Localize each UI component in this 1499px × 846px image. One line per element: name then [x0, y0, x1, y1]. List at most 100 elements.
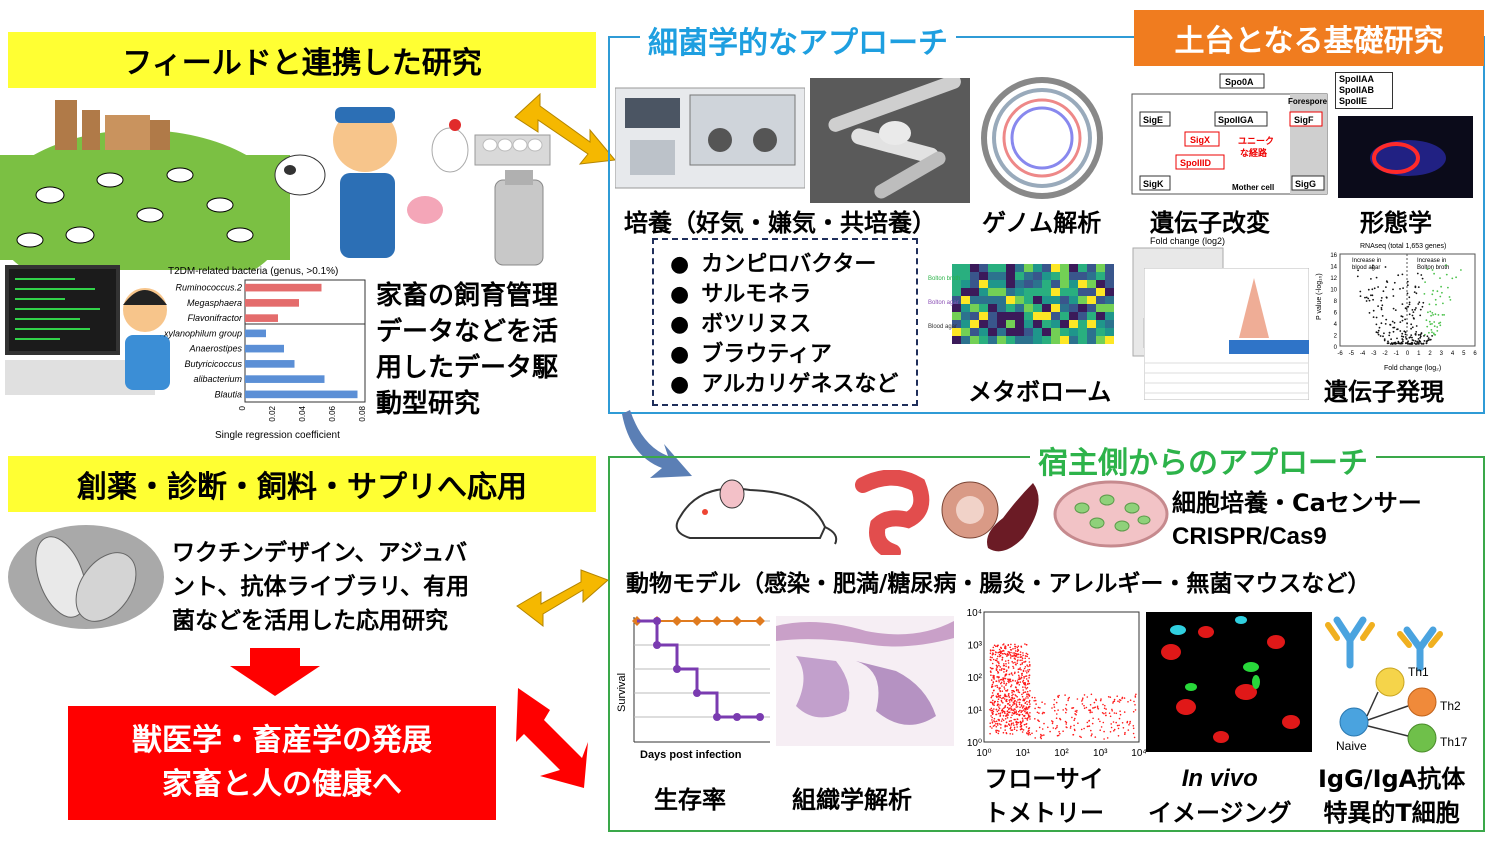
- volcano-point: [1388, 331, 1391, 334]
- flow-event: [1015, 713, 1018, 715]
- flow-event: [997, 672, 999, 674]
- volcano-point: [1410, 323, 1413, 326]
- flow-event: [1015, 695, 1017, 697]
- flow-event: [1022, 686, 1024, 688]
- flow-event: [1003, 668, 1006, 670]
- flow-event: [1047, 726, 1049, 729]
- organism-list-box: カンピロバクター サルモネラ ボツリヌス ブラウティア アルカリゲネスなど: [652, 238, 918, 406]
- flow-xtick: 10⁴: [1131, 748, 1146, 759]
- flow-event: [1019, 663, 1022, 666]
- caption-antibody: IgG/IgA抗体 特異的T細胞: [1318, 762, 1465, 830]
- flow-event: [995, 680, 997, 682]
- flow-event: [1000, 709, 1003, 712]
- volcano-point: [1401, 273, 1404, 276]
- flow-event: [991, 709, 994, 712]
- heatmap-cell: [1087, 296, 1096, 304]
- flow-event: [1014, 686, 1017, 688]
- flow-event: [1134, 704, 1136, 706]
- flow-event: [1132, 727, 1135, 730]
- flow-event: [1008, 699, 1011, 701]
- node-spo0a: Spo0A: [1225, 77, 1254, 87]
- volcano-point: [1417, 338, 1420, 340]
- volcano-point: [1359, 290, 1362, 293]
- flow-event: [1012, 665, 1014, 668]
- flow-event: [1029, 733, 1031, 736]
- flow-event: [1013, 652, 1016, 654]
- flow-event: [1009, 646, 1011, 649]
- flow-event: [1018, 703, 1021, 706]
- heatmap-cell: [1069, 264, 1078, 272]
- down-arrow-icon: [230, 648, 320, 696]
- bar-tick: 0.08: [358, 405, 367, 421]
- intestine-illustration: [855, 470, 930, 555]
- flow-event: [995, 722, 997, 725]
- flow-event: [1017, 678, 1020, 680]
- flow-event: [989, 652, 992, 655]
- heatmap-cell: [961, 288, 970, 296]
- flow-event: [1007, 667, 1010, 669]
- application-banner: 創薬・診断・飼料・サプリへ応用: [8, 456, 596, 512]
- heatmap-cell: [1105, 288, 1114, 296]
- flow-event: [1012, 648, 1014, 650]
- flow-event: [1024, 691, 1027, 693]
- heatmap-cell: [961, 272, 970, 280]
- flow-event: [1020, 711, 1022, 714]
- volcano-point: [1423, 335, 1425, 337]
- caption-flow: フローサイ トメトリー: [984, 762, 1104, 830]
- volcano-point: [1379, 335, 1382, 337]
- flow-event: [1011, 704, 1014, 706]
- volcano-point: [1400, 335, 1403, 338]
- flow-event: [1015, 664, 1017, 666]
- flow-event: [1015, 723, 1018, 726]
- volcano-point: [1387, 340, 1389, 343]
- flow-event: [1013, 672, 1016, 675]
- heatmap-cell: [952, 280, 961, 288]
- heatmap-cell: [988, 336, 997, 344]
- flow-event: [1028, 677, 1030, 679]
- flow-event: [1014, 661, 1016, 664]
- volcano-point: [1436, 330, 1439, 332]
- volcano-point: [1380, 297, 1383, 299]
- flow-event: [990, 674, 992, 676]
- volcano-point: [1431, 331, 1433, 334]
- heatmap-cell: [979, 328, 988, 336]
- flow-event: [1029, 712, 1031, 714]
- flow-event: [1037, 719, 1039, 721]
- volcano-point: [1404, 342, 1407, 345]
- flow-event: [1002, 719, 1005, 722]
- flow-event: [992, 652, 994, 654]
- heatmap-cell: [1096, 264, 1105, 272]
- flow-event: [997, 676, 1000, 679]
- flow-event: [1057, 709, 1059, 711]
- bar-mark: [245, 283, 322, 292]
- flow-event: [996, 644, 999, 647]
- flow-event: [1024, 686, 1026, 688]
- flow-event: [993, 678, 995, 680]
- volcano-point: [1406, 280, 1409, 283]
- bar-label: R. xylanophilum group: [160, 328, 242, 338]
- caption-histology: 組織学解析: [792, 786, 912, 814]
- tcell-naive-label: Naive: [1336, 739, 1367, 753]
- flow-event: [1107, 696, 1110, 698]
- heatmap-cell: [1015, 328, 1024, 336]
- heatmap-cell: [1042, 320, 1051, 328]
- flow-event: [996, 722, 999, 725]
- flow-event: [1003, 707, 1005, 709]
- flow-event: [1065, 704, 1068, 706]
- heatmap-cell: [952, 336, 961, 344]
- flow-event: [993, 708, 995, 710]
- node-sigx: SigX: [1190, 135, 1210, 145]
- volcano-point: [1412, 317, 1415, 319]
- flow-event: [996, 658, 998, 660]
- heatmap-cell: [1033, 288, 1042, 296]
- flow-event: [999, 696, 1001, 699]
- flow-event: [1002, 702, 1004, 704]
- flow-event: [1028, 699, 1031, 702]
- field-text-line: 用したデータ駆: [376, 353, 559, 383]
- flow-event: [1127, 729, 1130, 731]
- flow-event: [989, 656, 992, 658]
- flow-event: [1022, 692, 1025, 694]
- heatmap-row-label: Bolton broth: [928, 276, 960, 282]
- volcano-point: [1427, 339, 1429, 342]
- flow-event: [1001, 659, 1003, 661]
